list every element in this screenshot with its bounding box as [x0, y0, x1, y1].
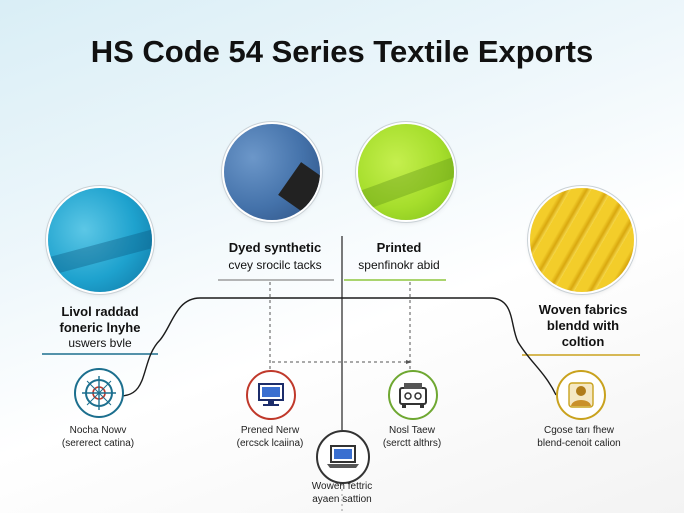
icon-b-caption: Prened Nerw (ercsck lcaiina): [236, 425, 304, 449]
printed-node-title: Printed: [376, 240, 422, 255]
worker-icon: [568, 382, 594, 408]
compass-icon: [82, 376, 116, 410]
icon-d-caption: Cgose tarı fhew blend-cenoit calion: [537, 425, 621, 449]
fabric-swatch-blue: [224, 124, 320, 220]
laptop-icon: [327, 445, 359, 468]
icon-circle-a: [74, 368, 124, 418]
dyed-node-title: Dyed synthetic: [228, 240, 322, 255]
left-node-title: Livol raddad foneric lnyhe: [59, 304, 141, 335]
icon-e-caption: Wowen fettric ayaen sattion: [311, 481, 373, 505]
left-node-subtitle: uswers bvle: [68, 336, 132, 350]
icon-c-caption: Nosl Taew (serctt althrs): [382, 425, 442, 449]
fabric-swatch-green: [358, 124, 454, 220]
fabric-swatch-teal: [48, 188, 152, 292]
icon-a-caption: Nocha Nowv (sererect catina): [61, 425, 135, 449]
icon-circle-e: [316, 430, 370, 484]
woven-node-title: Woven fabrics blendd with coltion: [538, 302, 628, 349]
dyed-node-subtitle: cvey srocilc tacks: [228, 258, 322, 272]
icon-circle-b: [246, 370, 296, 420]
fabric-swatch-yellow: [530, 188, 634, 292]
machine-icon: [399, 383, 427, 408]
icon-circle-c: [388, 370, 438, 420]
monitor-icon: [258, 383, 284, 406]
diagram-title: HS Code 54 Series Textile Exports: [90, 34, 594, 69]
main-connector-curve: [119, 297, 557, 397]
arrowhead-printed: [406, 360, 412, 364]
icon-circle-d: [556, 370, 606, 420]
printed-node-subtitle: spenfinokr abid: [358, 258, 440, 272]
